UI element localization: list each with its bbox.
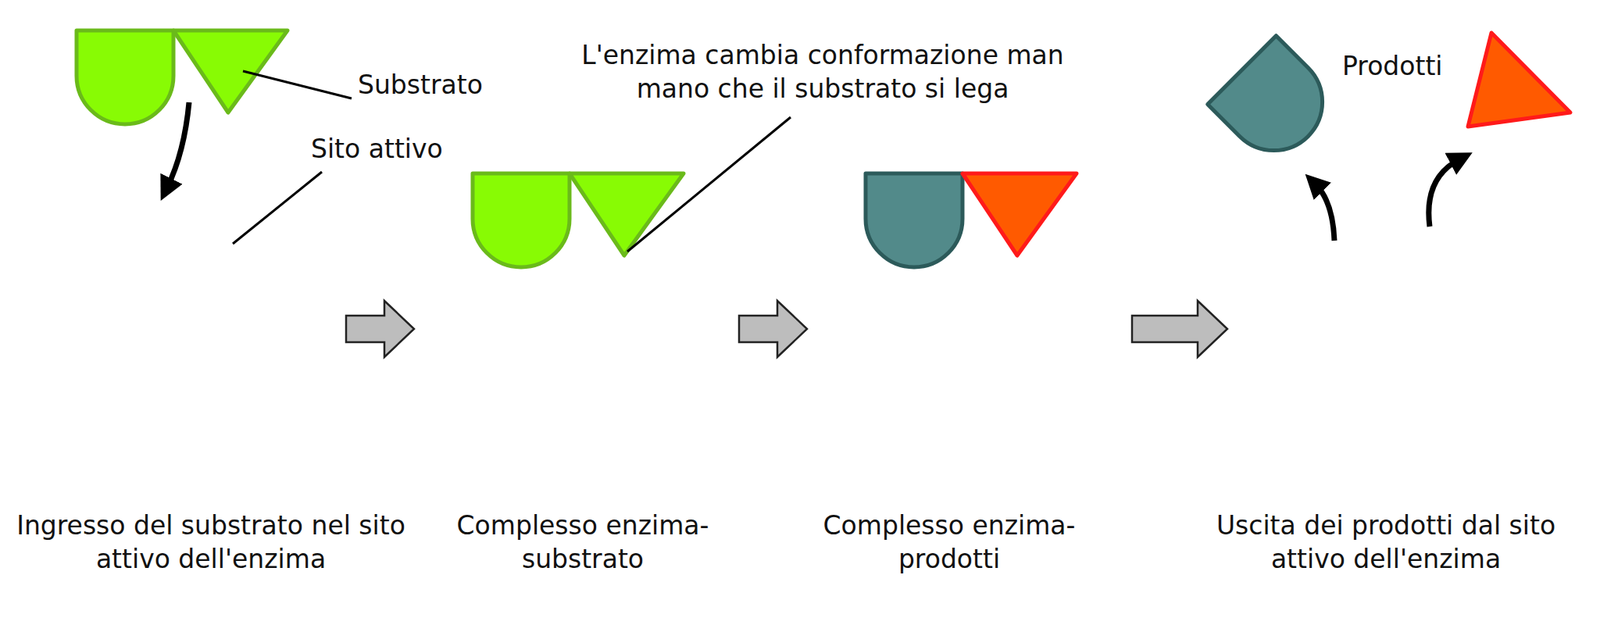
substrate xyxy=(472,173,684,268)
callout-note: L'enzima cambia conformazione man mano c… xyxy=(557,39,1089,107)
enzyme-body xyxy=(423,209,730,471)
leader-line xyxy=(627,117,791,252)
product-teal xyxy=(1207,35,1343,172)
leader-line xyxy=(242,71,352,99)
entry-arrow xyxy=(167,102,190,188)
products xyxy=(865,173,1077,268)
exit-arrow xyxy=(1428,159,1460,227)
leader-line xyxy=(232,171,322,244)
step-arrow xyxy=(346,300,415,358)
enzyme: Complesso enzima-prodotti xyxy=(813,160,1126,473)
enzyme-shape xyxy=(27,160,340,473)
enzyme-shape xyxy=(1233,160,1547,473)
stage-caption: Complesso enzima-prodotti xyxy=(800,509,1098,577)
enzyme-body xyxy=(30,209,337,471)
product-orange xyxy=(1467,32,1571,127)
enzyme-body xyxy=(816,209,1123,471)
stage-caption: Uscita dei prodotti dal sito attivo dell… xyxy=(1190,509,1582,577)
part-label: Substrato xyxy=(357,68,483,103)
enzyme-shape xyxy=(813,160,1126,473)
stage-caption: Ingresso del substrato nel sito attivo d… xyxy=(15,509,407,577)
enzyme: Uscita dei prodotti dal sito attivo dell… xyxy=(1233,160,1547,473)
exit-arrow xyxy=(1315,184,1335,241)
enzyme: Complesso enzima-substrato xyxy=(420,160,733,473)
enzyme-shape xyxy=(420,160,733,473)
step-arrow xyxy=(1132,300,1228,358)
enzyme: Ingresso del substrato nel sito attivo d… xyxy=(27,160,340,473)
part-label: Sito attivo xyxy=(310,132,443,167)
part-label: Prodotti xyxy=(1342,50,1443,84)
substrate xyxy=(76,30,288,125)
enzyme-body xyxy=(1236,209,1543,471)
step-arrow xyxy=(739,300,808,358)
stage-caption: Complesso enzima-substrato xyxy=(434,509,732,577)
